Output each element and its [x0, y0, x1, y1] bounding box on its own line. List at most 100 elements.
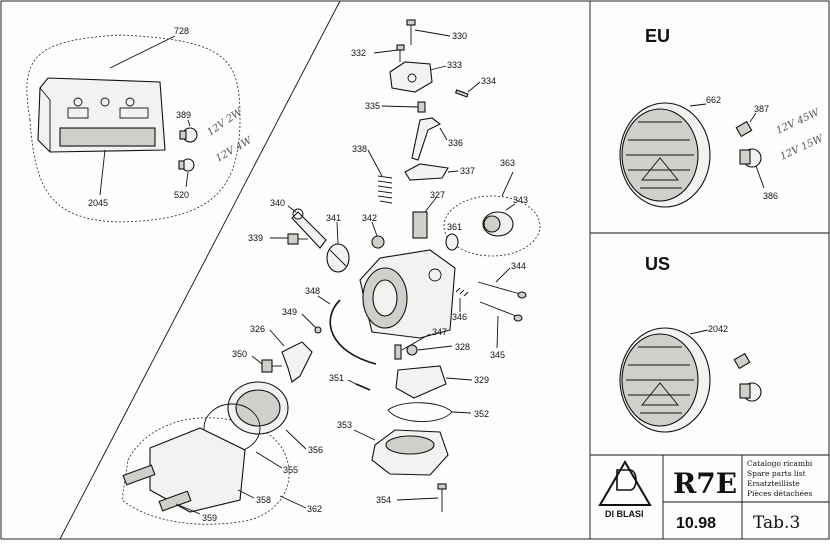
part-339 [287, 233, 308, 245]
eu-bulb-386 [739, 148, 762, 168]
part-358 [149, 427, 246, 513]
part-332 [396, 44, 405, 62]
taillight-assembly [37, 77, 166, 153]
label-336: 336 [448, 138, 463, 148]
us-part-socket [733, 352, 751, 370]
label-344: 344 [511, 261, 526, 271]
label-353: 353 [337, 420, 352, 430]
label-358: 358 [256, 495, 271, 505]
handwritten-bulb-2: 12V 4W [214, 135, 255, 165]
brand-name: DI BLASI [605, 509, 644, 519]
handwritten-eu-2: 12V 15W [779, 133, 826, 163]
label-338: 338 [352, 144, 367, 154]
label-363: 363 [500, 158, 515, 168]
us-headlight [619, 327, 711, 433]
label-362: 362 [307, 504, 322, 514]
part-345 [479, 301, 523, 322]
part-353 [371, 429, 449, 476]
lang-de: Ersatzteilliste [747, 479, 800, 488]
carburetor-labels: 330 332 333 334 335 336 337 338 327 363 … [202, 31, 528, 523]
label-351: 351 [329, 373, 344, 383]
lang-en: Spare parts list [747, 469, 806, 478]
part-342 [371, 235, 385, 249]
label-352: 352 [474, 409, 489, 419]
part-343 [482, 211, 514, 237]
part-348 [329, 299, 377, 365]
label-340: 340 [270, 198, 285, 208]
lang-fr: Pièces détachées [747, 489, 812, 498]
eu-section: EU 662 387 386 12V 45W 12V 15W [619, 26, 826, 208]
label-387: 387 [754, 104, 769, 114]
part-333 [389, 61, 433, 93]
label-356: 356 [308, 445, 323, 455]
part-354 [437, 483, 447, 512]
part-326 [281, 341, 313, 383]
us-label: US [645, 254, 670, 274]
part-346 [455, 287, 469, 297]
part-329 [395, 365, 447, 399]
model-code: R7E [673, 467, 737, 500]
part-335 [417, 101, 426, 113]
part-344 [477, 281, 527, 299]
label-327: 327 [430, 190, 445, 200]
taillight-lens [59, 127, 156, 147]
label-354: 354 [376, 495, 391, 505]
taillight-group: 728 389 520 2045 12V 2W 12V 4W [26, 26, 255, 223]
label-341: 341 [326, 213, 341, 223]
title-block: DI BLASI R7E Catalogo ricambi Spare part… [598, 455, 829, 539]
label-330: 330 [452, 31, 467, 41]
label-337: 337 [460, 166, 475, 176]
label-359: 359 [202, 513, 217, 523]
eu-headlight [619, 102, 711, 208]
label-361: 361 [447, 222, 462, 232]
label-347: 347 [432, 327, 447, 337]
carburetor-group [121, 19, 541, 525]
handwritten-bulb-1: 12V 2W [205, 106, 244, 138]
part-350 [261, 359, 282, 373]
part-356 [227, 381, 289, 435]
part-361 [445, 233, 459, 251]
label-355: 355 [283, 465, 298, 475]
label-343: 343 [513, 195, 528, 205]
group-362-outline [121, 417, 290, 525]
label-339: 339 [248, 233, 263, 243]
part-347 [394, 344, 402, 360]
label-349: 349 [282, 307, 297, 317]
label-329: 329 [474, 375, 489, 385]
part-330 [406, 19, 416, 45]
label-386: 386 [763, 191, 778, 201]
leader-lines [175, 29, 516, 515]
label-350: 350 [232, 349, 247, 359]
part-327 [412, 211, 428, 239]
label-328: 328 [455, 342, 470, 352]
label-662: 662 [706, 95, 721, 105]
part-359 [122, 464, 192, 512]
label-342: 342 [362, 213, 377, 223]
part-352 [387, 402, 453, 422]
part-337 [404, 163, 449, 181]
us-section: US 2042 [619, 254, 762, 433]
label-346: 346 [452, 312, 467, 322]
eu-bulb-387 [735, 120, 753, 138]
diagonal-divider [59, 0, 341, 540]
part-349 [314, 326, 322, 334]
bulb-520 [178, 158, 195, 172]
label-333: 333 [447, 60, 462, 70]
label-348: 348 [305, 286, 320, 296]
part-336 [411, 117, 442, 161]
label-332: 332 [351, 48, 366, 58]
part-351 [355, 383, 371, 391]
revision-date: 10.98 [676, 515, 716, 532]
part-341 [326, 243, 350, 273]
label-335: 335 [365, 101, 380, 111]
lang-it: Catalogo ricambi [747, 459, 813, 468]
table-number: Tab.3 [753, 513, 800, 533]
label-389: 389 [176, 110, 191, 120]
label-334: 334 [481, 76, 496, 86]
part-328 [406, 344, 418, 356]
label-345: 345 [490, 350, 505, 360]
us-part-bulb [739, 382, 762, 402]
